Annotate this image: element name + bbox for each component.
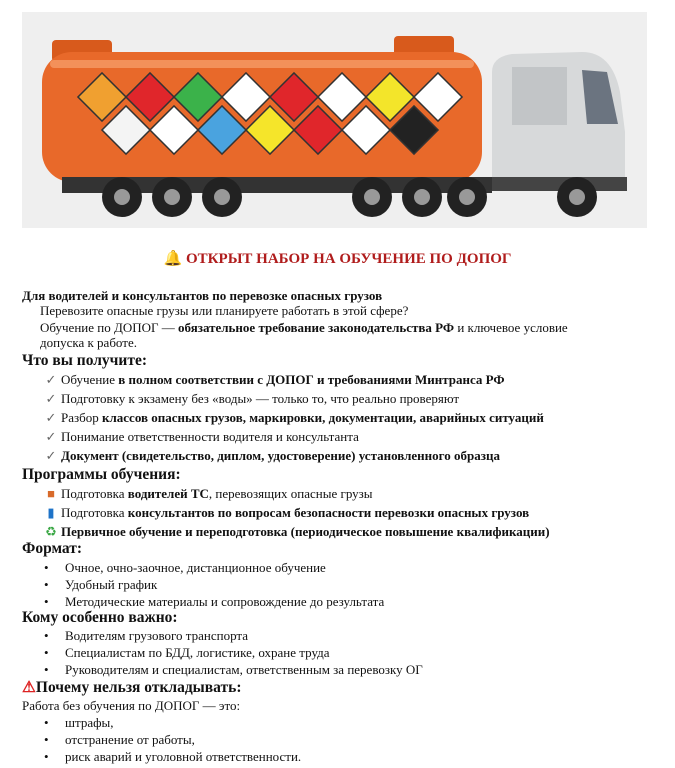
benefit-text: Обучение bbox=[61, 372, 119, 387]
bullet-text: риск аварий и уголовной ответственности. bbox=[65, 749, 302, 764]
bullet-icon: • bbox=[44, 749, 49, 764]
bullet-item: • штрафы, bbox=[44, 715, 114, 731]
benefit-item: ✓ Понимание ответственности водителя и ко… bbox=[44, 429, 359, 445]
bullet-text: Специалистам по БДД, логистике, охране т… bbox=[65, 645, 330, 660]
bullet-text: Методические материалы и сопровождение д… bbox=[65, 594, 385, 609]
hazard-placard bbox=[388, 104, 440, 156]
hazard-placard bbox=[244, 104, 296, 156]
hazard-placard bbox=[196, 104, 248, 156]
hazard-placard bbox=[220, 71, 272, 123]
benefits-heading: Что вы получите: bbox=[22, 352, 148, 369]
bullet-text: отстранение от работы, bbox=[65, 732, 195, 747]
program-text: , перевозящих опасные грузы bbox=[208, 486, 373, 501]
bullet-icon: • bbox=[44, 732, 49, 747]
bullet-icon: • bbox=[44, 715, 49, 730]
bullet-text: Водителям грузового транспорта bbox=[65, 628, 249, 643]
bullet-text: штрафы, bbox=[65, 715, 114, 730]
check-icon: ✓ bbox=[45, 410, 57, 425]
intro-line: Обучение по ДОПОГ — обязательное требова… bbox=[40, 320, 568, 335]
tanker-truck-image bbox=[22, 12, 647, 228]
check-icon: ✓ bbox=[45, 429, 57, 444]
check-icon: ✓ bbox=[45, 391, 57, 406]
bullet-icon: • bbox=[44, 645, 49, 660]
bullet-item: • Водителям грузового транспорта bbox=[44, 628, 248, 644]
format-heading: Формат: bbox=[22, 540, 83, 557]
hazard-placard bbox=[412, 71, 464, 123]
bullet-item: • Удобный график bbox=[44, 577, 157, 593]
hazard-placard bbox=[340, 104, 392, 156]
hazard-placard bbox=[124, 71, 176, 123]
program-item: ▮ Подготовка консультантов по вопросам бе… bbox=[44, 505, 529, 521]
bullet-item: • Очное, очно-заочное, дистанционное обуч… bbox=[44, 560, 326, 576]
hazard-placard bbox=[172, 71, 224, 123]
bullet-text: Очное, очно-заочное, дистанционное обуче… bbox=[65, 560, 326, 575]
bullet-item: • Специалистам по БДД, логистике, охране … bbox=[44, 645, 330, 661]
bell-icon: 🔔 bbox=[163, 251, 183, 267]
check-icon: ✓ bbox=[45, 448, 57, 463]
bullet-item: • отстранение от работы, bbox=[44, 732, 195, 748]
intro-line: Перевозите опасные грузы или планируете … bbox=[40, 303, 409, 318]
hazard-placard bbox=[292, 104, 344, 156]
benefit-bold: Документ (свидетельство, диплом, удостов… bbox=[61, 448, 500, 463]
benefit-item: ✓ Разбор классов опасных грузов, маркиров… bbox=[44, 410, 544, 426]
why-heading: ⚠Почему нельзя откладывать: bbox=[22, 679, 242, 696]
audience-heading: Кому особенно важно: bbox=[22, 609, 178, 626]
program-bold: Первичное обучение и переподготовка (пер… bbox=[61, 524, 550, 539]
bullet-icon: • bbox=[44, 577, 49, 592]
bullet-icon: • bbox=[44, 628, 49, 643]
programs-heading: Программы обучения: bbox=[22, 466, 181, 483]
bullet-item: • Методические материалы и сопровождение … bbox=[44, 594, 384, 610]
hazard-placard bbox=[268, 71, 320, 123]
warning-icon: ⚠ bbox=[22, 679, 36, 696]
bullet-item: • риск аварий и уголовной ответственности… bbox=[44, 749, 301, 765]
benefit-item: ✓ Подготовку к экзамену без «воды» — толь… bbox=[44, 391, 460, 407]
truck-icon: ■ bbox=[47, 486, 55, 501]
benefit-text: Понимание ответственности водителя и кон… bbox=[61, 429, 359, 444]
page-title: 🔔 ОТКРЫТ НАБОР НА ОБУЧЕНИЕ ПО ДОПОГ bbox=[163, 251, 512, 267]
benefit-item: ✓ Документ (свидетельство, диплом, удосто… bbox=[44, 448, 500, 464]
hazard-placard bbox=[316, 71, 368, 123]
bullet-icon: • bbox=[44, 594, 49, 609]
benefit-text: Подготовку к экзамену без «воды» — тольк… bbox=[61, 391, 460, 406]
benefit-bold: в полном соответствии с ДОПОГ и требован… bbox=[118, 372, 505, 387]
bullet-icon: • bbox=[44, 560, 49, 575]
benefit-bold: классов опасных грузов, маркировки, доку… bbox=[102, 410, 544, 425]
bullet-text: Руководителям и специалистам, ответствен… bbox=[65, 662, 423, 677]
program-item: ♻ Первичное обучение и переподготовка (пе… bbox=[44, 524, 550, 540]
hazard-placard bbox=[76, 71, 128, 123]
hazard-placard bbox=[100, 104, 152, 156]
hazard-placard bbox=[148, 104, 200, 156]
program-bold: водителей ТС bbox=[127, 486, 209, 501]
bullet-item: • Руководителям и специалистам, ответстве… bbox=[44, 662, 423, 678]
recycle-icon: ♻ bbox=[45, 524, 57, 539]
why-lead: Работа без обучения по ДОПОГ — это: bbox=[22, 698, 241, 713]
program-item: ■ Подготовка водителей ТС, перевозящих оп… bbox=[44, 486, 373, 502]
benefit-item: ✓ Обучение в полном соответствии с ДОПОГ … bbox=[44, 372, 505, 388]
clipboard-icon: ▮ bbox=[47, 505, 55, 520]
hazard-placard bbox=[364, 71, 416, 123]
hazard-placards bbox=[76, 71, 464, 156]
program-text: Подготовка bbox=[61, 486, 128, 501]
intro-line: допуска к работе. bbox=[40, 335, 137, 350]
bullet-icon: • bbox=[44, 662, 49, 677]
program-text: Подготовка bbox=[61, 505, 128, 520]
program-bold: консультантов по вопросам безопасности п… bbox=[127, 505, 530, 520]
intro-heading: Для водителей и консультантов по перевоз… bbox=[22, 288, 383, 303]
check-icon: ✓ bbox=[45, 372, 57, 387]
bullet-text: Удобный график bbox=[65, 577, 158, 592]
benefit-text: Разбор bbox=[61, 410, 102, 425]
